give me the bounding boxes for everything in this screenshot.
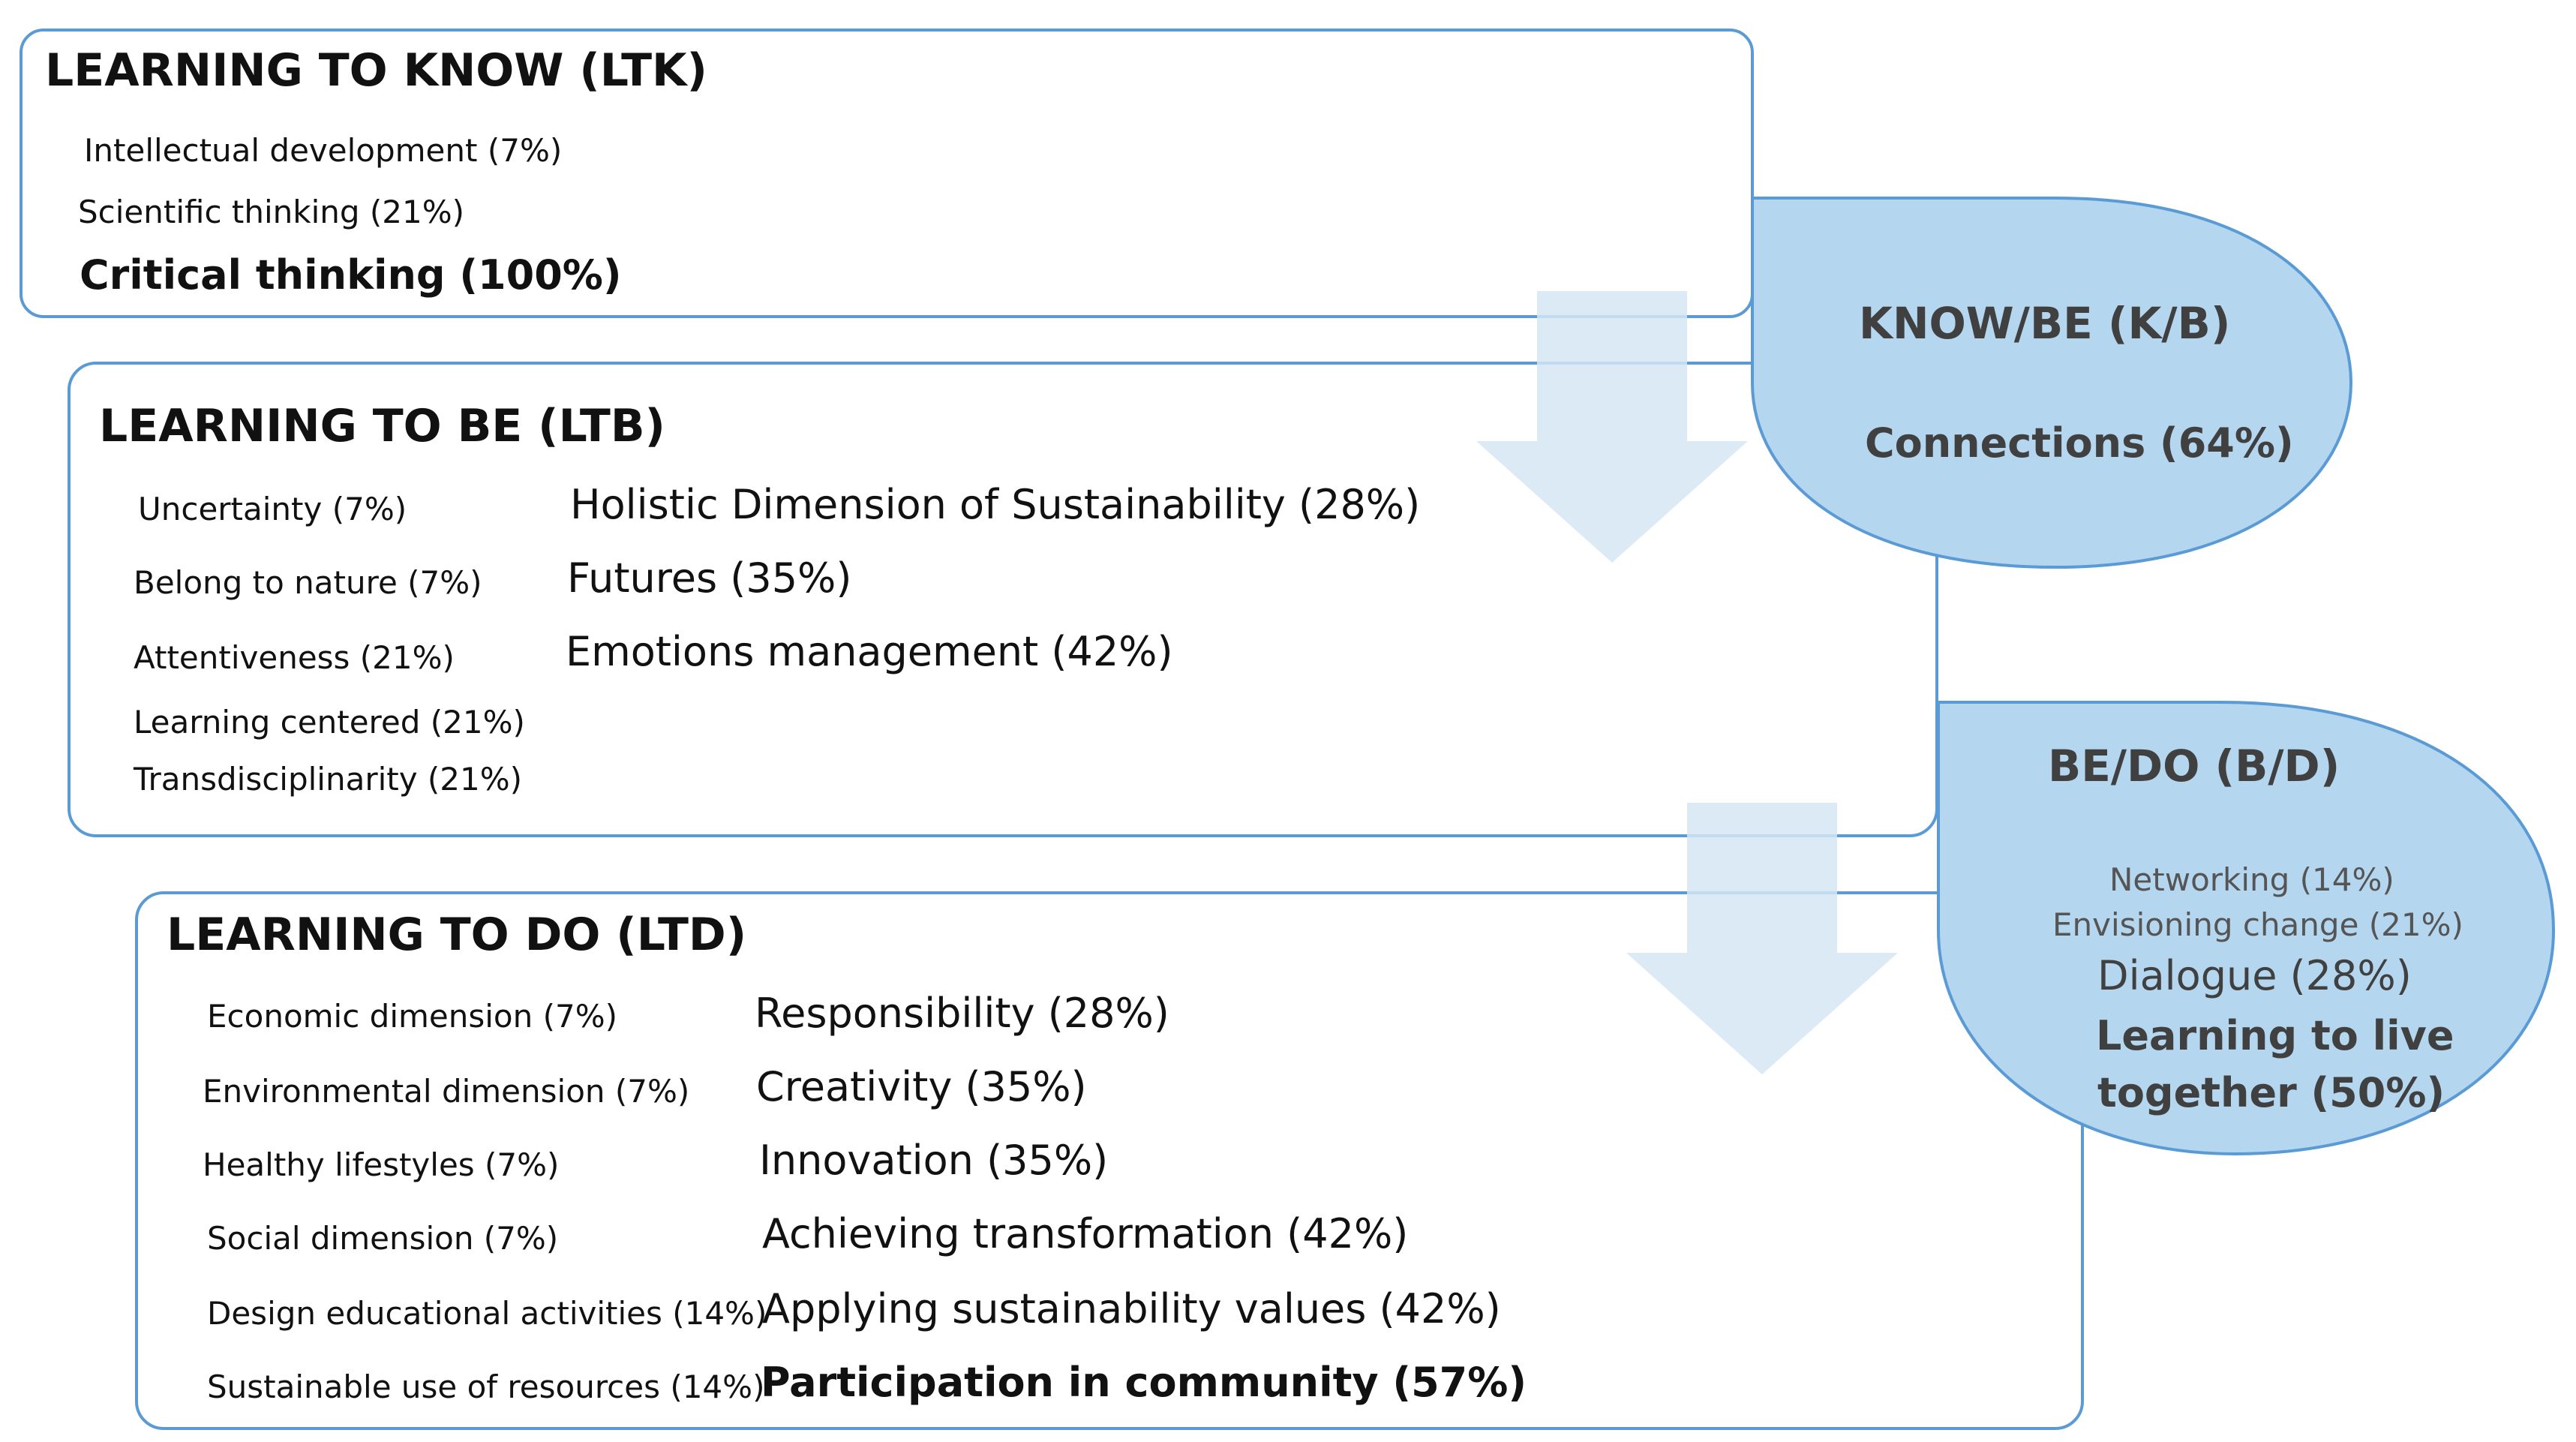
ltk-item: Intellectual development (7%)	[84, 132, 563, 169]
ltd-left-item: Economic dimension (7%)	[207, 998, 617, 1035]
ltd-left-item: Sustainable use of resources (14%)	[207, 1368, 765, 1405]
ltb-left-item: Belong to nature (7%)	[134, 564, 482, 601]
kb-item: Connections (64%)	[1865, 419, 2294, 467]
ltd-left-item: Healthy lifestyles (7%)	[203, 1146, 560, 1183]
bd-item: Learning to live	[2096, 1012, 2454, 1059]
ltb-right-item: Emotions management (42%)	[566, 628, 1173, 675]
ltb-left-item: Learning centered (21%)	[134, 704, 525, 741]
kb-bubble	[1751, 197, 2353, 569]
arrow-ltb-to-ltd	[1626, 803, 1898, 1074]
ltb-title: LEARNING TO BE (LTB)	[99, 400, 665, 452]
ltd-box	[135, 891, 2084, 1430]
kb-title: KNOW/BE (K/B)	[1859, 298, 2231, 349]
ltd-right-item: Achieving transformation (42%)	[762, 1210, 1409, 1257]
bd-title: BE/DO (B/D)	[2048, 741, 2340, 792]
bd-item: Dialogue (28%)	[2097, 952, 2412, 999]
ltk-item: Critical thinking (100%)	[80, 251, 622, 299]
ltk-item: Scientific thinking (21%)	[78, 194, 465, 230]
ltd-left-item: Design educational activities (14%)	[207, 1295, 767, 1332]
ltd-right-item: Innovation (35%)	[759, 1137, 1109, 1184]
ltk-title: LEARNING TO KNOW (LTK)	[45, 44, 707, 97]
ltd-title: LEARNING TO DO (LTD)	[167, 909, 747, 961]
bd-item: Networking (14%)	[2109, 861, 2394, 898]
bd-bubble	[1937, 701, 2556, 1156]
ltb-left-item: Transdisciplinarity (21%)	[134, 761, 523, 798]
ltd-right-item: Responsibility (28%)	[755, 990, 1169, 1037]
ltd-left-item: Social dimension (7%)	[207, 1220, 559, 1257]
arrow-ltk-to-ltb	[1476, 291, 1748, 563]
bd-item: together (50%)	[2097, 1069, 2445, 1116]
ltd-right-item: Applying sustainability values (42%)	[762, 1285, 1501, 1332]
ltd-right-item: Creativity (35%)	[756, 1063, 1087, 1110]
ltb-left-item: Uncertainty (7%)	[138, 491, 407, 527]
ltd-left-item: Environmental dimension (7%)	[203, 1073, 690, 1110]
ltb-right-item: Futures (35%)	[567, 554, 852, 602]
ltb-left-item: Attentiveness (21%)	[134, 639, 455, 676]
ltb-right-item: Holistic Dimension of Sustainability (28…	[570, 481, 1421, 528]
ltd-right-item: Participation in community (57%)	[761, 1359, 1527, 1406]
bd-item: Envisioning change (21%)	[2052, 906, 2463, 943]
ltb-box	[68, 362, 1938, 837]
ltk-box	[20, 29, 1754, 318]
